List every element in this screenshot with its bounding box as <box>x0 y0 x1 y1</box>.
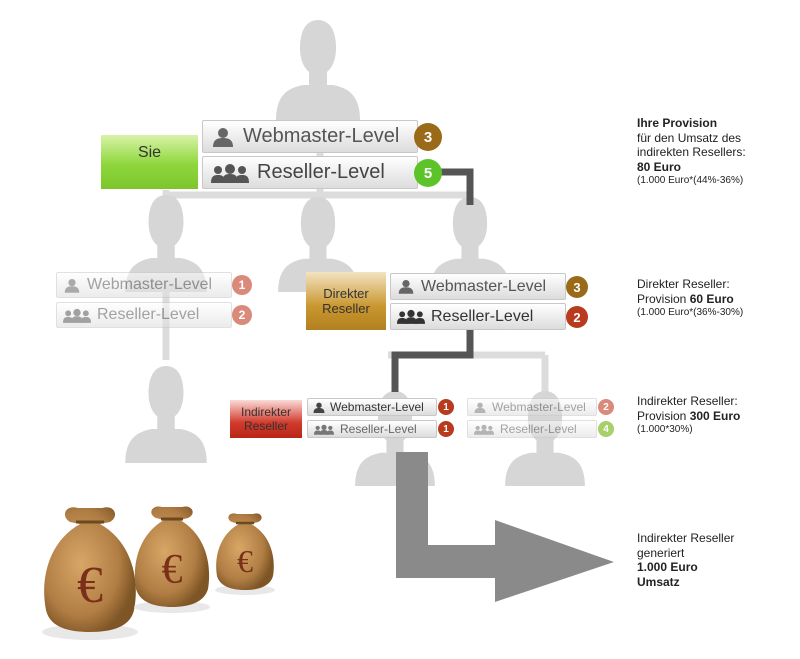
indirekter-label-line1: Indirekter <box>240 405 292 419</box>
money-bag-small: € <box>215 513 275 595</box>
side-webmaster-label: Webmaster-Level <box>492 400 586 414</box>
top-webmaster-level: Webmaster-Level <box>202 120 418 153</box>
note-direct-reseller: Direkter Reseller: Provision 60 Euro (1.… <box>637 277 743 319</box>
note1-line3: indirekten Resellers: <box>637 145 746 159</box>
note3-formula: (1.000*30%) <box>637 424 693 435</box>
indirect-webmaster-level: Webmaster-Level <box>307 398 437 416</box>
direct-reseller-label: Reseller-Level <box>431 307 534 325</box>
money-bag-large: € <box>42 507 138 640</box>
note-indirect-reseller: Indirekter Reseller: Provision 300 Euro … <box>637 394 740 436</box>
direkter-label-line1: Direkter <box>323 286 369 301</box>
direkter-label-line2: Reseller <box>322 301 370 316</box>
top-webmaster-label: Webmaster-Level <box>243 125 400 147</box>
note2-line1: Direkter Reseller: <box>637 277 730 291</box>
side-webmaster-badge: 2 <box>598 399 614 415</box>
top-reseller-level: Reseller-Level <box>202 156 418 189</box>
euro-symbol-large: € <box>77 557 103 614</box>
indirekter-label-line2: Reseller <box>243 419 288 433</box>
direct-webmaster-label: Webmaster-Level <box>421 277 547 295</box>
left-webmaster-label: Webmaster-Level <box>87 276 213 293</box>
left-reseller-level: Reseller-Level <box>56 302 232 328</box>
single-person-icon <box>468 402 492 413</box>
note-revenue: Indirekter Reseller generiert 1.000 Euro… <box>637 531 734 589</box>
indirect-webmaster-badge: 1 <box>438 399 454 415</box>
direct-reseller-level: Reseller-Level <box>390 303 566 330</box>
euro-symbol-small: € <box>237 543 253 579</box>
single-person-icon <box>203 127 243 147</box>
note3-prefix: Provision <box>637 408 690 423</box>
note2-formula: (1.000 Euro*(36%-30%) <box>637 307 744 318</box>
group-icon <box>391 309 431 324</box>
indirect-reseller-level: Reseller-Level <box>307 420 437 438</box>
person-silhouettes <box>125 20 585 486</box>
note4-line1: Indirekter Reseller <box>637 531 735 545</box>
note4-label: Umsatz <box>637 574 680 589</box>
note3-line1: Indirekter Reseller: <box>637 394 738 408</box>
indirect-webmaster-label: Webmaster-Level <box>330 400 424 414</box>
note3-amount: 300 Euro <box>689 408 741 423</box>
euro-symbol-medium: € <box>162 547 183 593</box>
direkter-reseller-tag: Direkter Reseller <box>306 272 386 330</box>
person-top <box>276 20 360 120</box>
side-reseller-level: Reseller-Level <box>467 420 597 438</box>
note-your-commission: Ihre Provision für den Umsatz des indire… <box>637 116 746 187</box>
single-person-icon <box>57 278 87 293</box>
group-icon <box>203 163 257 183</box>
single-person-icon <box>308 402 330 413</box>
direct-webmaster-level: Webmaster-Level <box>390 273 566 300</box>
note4-line2: generiert <box>637 545 685 560</box>
side-webmaster-level: Webmaster-Level <box>467 398 597 416</box>
note4-amount: 1.000 Euro <box>637 560 698 574</box>
money-bag-medium: € <box>134 506 210 613</box>
single-person-icon <box>391 279 421 294</box>
group-icon <box>57 308 97 323</box>
note1-amount: 80 Euro <box>637 159 682 174</box>
commission-path <box>391 168 474 392</box>
indirekter-reseller-tag: Indirekter Reseller <box>230 400 302 438</box>
left-reseller-label: Reseller-Level <box>97 306 200 323</box>
direct-webmaster-badge: 3 <box>566 276 588 298</box>
indirect-reseller-badge: 1 <box>438 421 454 437</box>
revenue-arrow <box>396 452 614 602</box>
note1-title: Ihre Provision <box>637 116 718 130</box>
left-reseller-badge: 2 <box>232 305 252 325</box>
top-reseller-label: Reseller-Level <box>257 161 385 183</box>
person-bottom-left <box>125 366 207 463</box>
side-reseller-badge: 4 <box>598 421 614 437</box>
note2-amount: 60 Euro <box>689 291 734 306</box>
sie-tag: Sie <box>101 135 198 189</box>
indirect-reseller-label: Reseller-Level <box>340 422 417 436</box>
note1-formula: (1.000 Euro*(44%-36%) <box>637 175 744 186</box>
top-reseller-badge: 5 <box>414 159 442 187</box>
left-webmaster-badge: 1 <box>232 275 252 295</box>
note2-prefix: Provision <box>637 291 690 306</box>
left-webmaster-level: Webmaster-Level <box>56 272 232 298</box>
group-icon <box>308 424 340 435</box>
group-icon <box>468 424 500 435</box>
direct-reseller-badge: 2 <box>566 306 588 328</box>
note1-line2: für den Umsatz des <box>637 130 742 145</box>
money-bags: € € € <box>42 506 275 640</box>
sie-label: Sie <box>137 144 162 161</box>
top-webmaster-badge: 3 <box>414 123 442 151</box>
side-reseller-label: Reseller-Level <box>500 422 577 436</box>
